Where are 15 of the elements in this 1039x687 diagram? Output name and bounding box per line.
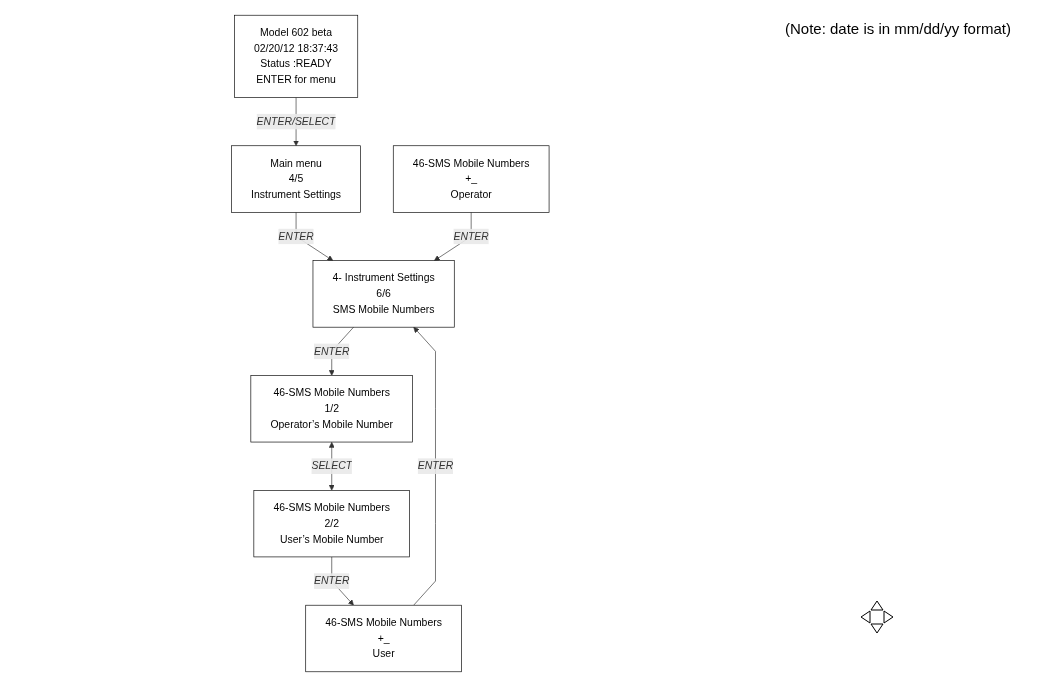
node-box: 46-SMS Mobile Numbers +_ Operator xyxy=(392,145,550,213)
edge-label: ENTER xyxy=(313,345,350,357)
edge-label: ENTER xyxy=(278,230,314,242)
node-box: Model 602 beta 02/20/12 18:37:43 Status :READY ENTER for menu xyxy=(233,14,358,98)
node-box: 4- Instrument Settings 6/6 SMS Mobile Numbers xyxy=(312,260,455,328)
node-box: 46-SMS Mobile Numbers 2/2 User’s Mobile Number xyxy=(253,490,410,558)
node-box: 46-SMS Mobile Numbers +_ User xyxy=(305,604,462,673)
edge-label: SELECT xyxy=(311,460,352,472)
edge-label: ENTER xyxy=(453,230,489,242)
edge-label: ENTER xyxy=(313,575,350,587)
edge-label: ENTER/SELECT xyxy=(256,115,336,127)
node-box: Main menu 4/5 Instrument Settings xyxy=(230,145,361,213)
note-text: (Note: date is in mm/dd/yy format) xyxy=(785,20,1012,37)
edge-label: ENTER xyxy=(417,460,453,472)
node-box: 46-SMS Mobile Numbers 1/2 Operator’s Mobile Number xyxy=(250,375,413,443)
